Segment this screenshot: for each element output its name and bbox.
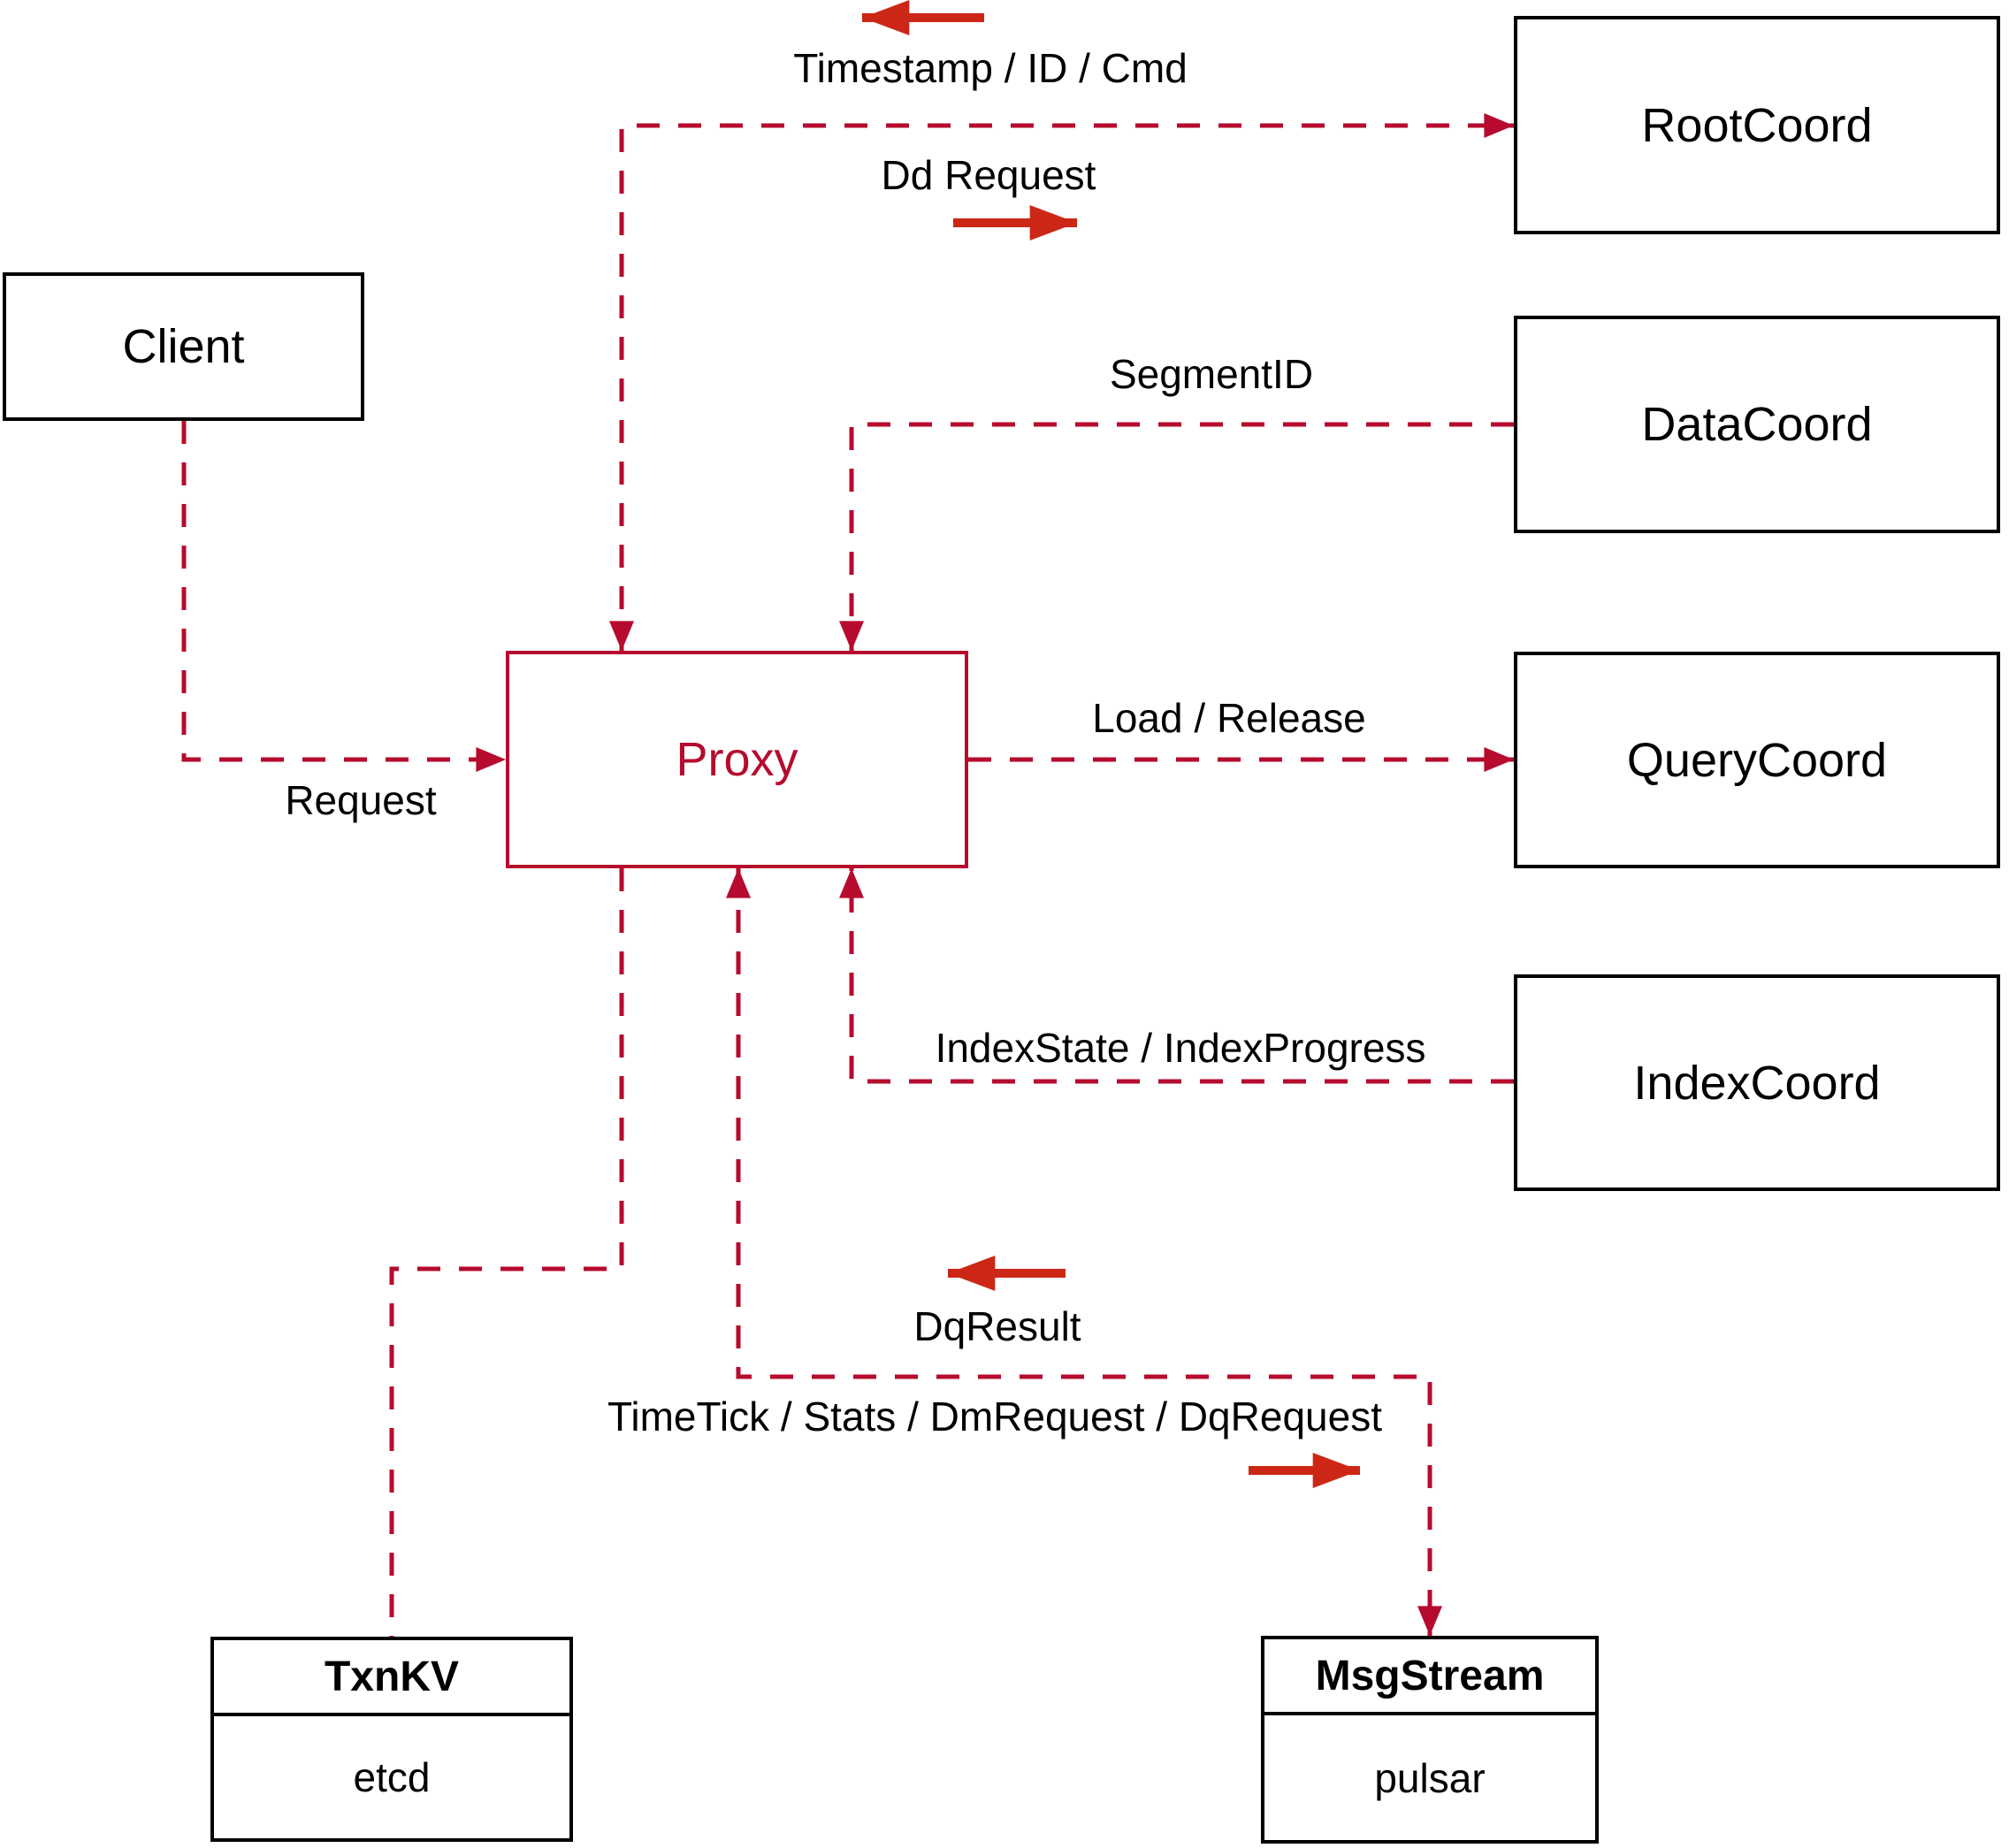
node-proxy-label: Proxy	[676, 733, 798, 786]
edge-client-proxy	[181, 421, 507, 772]
edge-label-load-release: Load / Release	[1092, 695, 1366, 741]
node-indexcoord-label: IndexCoord	[1633, 1056, 1881, 1110]
edge-label-timetick-stats: TimeTick / Stats / DmRequest / DqRequest	[607, 1394, 1382, 1439]
node-rootcoord: RootCoord	[1514, 16, 2000, 234]
node-txnkv: TxnKV etcd	[210, 1637, 573, 1842]
edge-label-timestamp-id-cmd: Timestamp / ID / Cmd	[793, 45, 1188, 91]
node-msgstream-subtitle: pulsar	[1374, 1754, 1486, 1801]
node-client: Client	[3, 272, 364, 421]
node-datacoord-label: DataCoord	[1641, 398, 1873, 451]
node-client-label: Client	[122, 320, 245, 373]
edge-datacoord-proxy	[839, 422, 1514, 652]
edge-label-request: Request	[285, 777, 437, 823]
edge-label-segment-id: SegmentID	[1109, 351, 1314, 397]
node-msgstream: MsgStream pulsar	[1261, 1636, 1599, 1844]
edge-proxy-txnkv	[389, 868, 624, 1637]
edge-proxy-msgstream	[726, 867, 1442, 1636]
edge-proxy-rootcoord	[609, 113, 1514, 652]
node-msgstream-title: MsgStream	[1264, 1639, 1595, 1715]
node-datacoord: DataCoord	[1514, 316, 2000, 533]
node-rootcoord-label: RootCoord	[1641, 98, 1873, 152]
node-querycoord-label: QueryCoord	[1626, 733, 1888, 787]
edge-label-dqresult: DqResult	[913, 1303, 1081, 1349]
edge-label-indexstate-indexprogress: IndexState / IndexProgress	[935, 1025, 1426, 1071]
node-txnkv-title: TxnKV	[214, 1640, 569, 1716]
node-txnkv-subtitle: etcd	[353, 1754, 431, 1800]
node-querycoord: QueryCoord	[1514, 652, 2000, 868]
edge-label-dd-request: Dd Request	[881, 152, 1096, 198]
node-indexcoord: IndexCoord	[1514, 974, 2000, 1191]
node-proxy: Proxy	[506, 651, 968, 868]
